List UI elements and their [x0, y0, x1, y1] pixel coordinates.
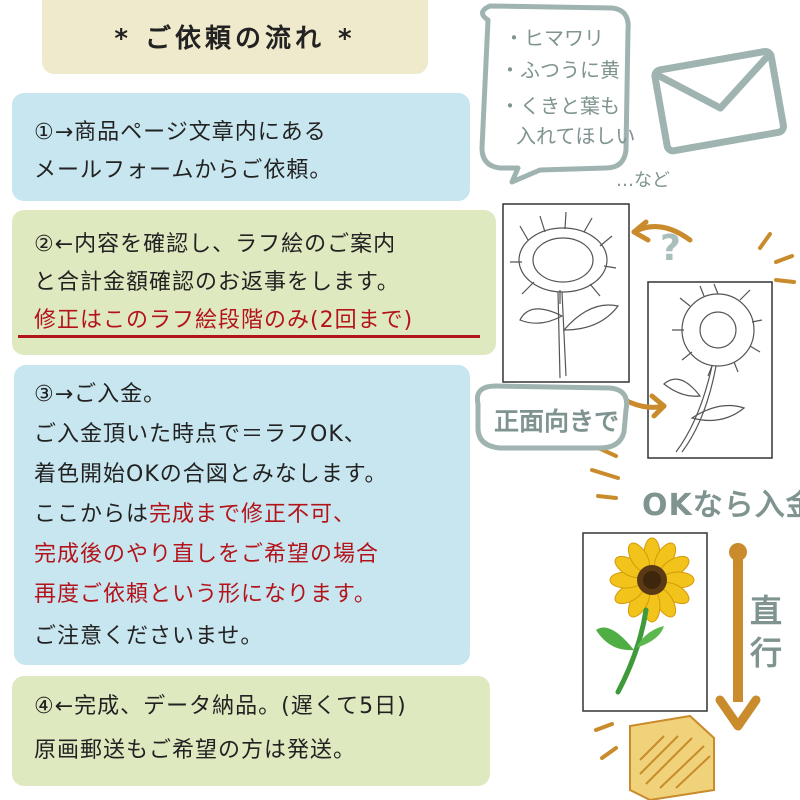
front-arrow — [609, 389, 667, 410]
ok-payment-label: OKなら入金 — [642, 488, 800, 523]
bubble-text-2: ・ふつうに黄 — [500, 58, 620, 82]
step-3-line-3: 着色開始OKの合図とみなします。 — [34, 462, 388, 487]
title-banner: * ご依頼の流れ * — [42, 0, 428, 74]
front-facing-label: 正面向きで — [494, 407, 620, 436]
bubble-text-3: ・くきと葉も — [500, 94, 620, 118]
question-mark-icon: ? — [660, 228, 681, 269]
step-2-box — [12, 210, 496, 355]
step-3-line-1: ③→ご入金。 — [34, 382, 167, 407]
sunflower-final — [582, 532, 708, 712]
step-3-line-6-normal: という形になります。 — [149, 582, 377, 607]
step-1-line-2: メールフォームからご依頼。 — [34, 158, 333, 183]
warning-underline — [18, 335, 480, 338]
direct-arrow-head — [715, 695, 761, 731]
step-3-line-4-red: 完成まで修正不可、 — [149, 502, 357, 527]
rough-sketch-1 — [502, 203, 630, 383]
step-3-line-7: ご注意くださいませ。 — [34, 624, 264, 649]
page-title: * ご依頼の流れ * — [114, 24, 356, 54]
bubble-etc: …など — [616, 170, 670, 191]
step-2-line-1: ②←内容を確認し、ラフ絵のご案内 — [34, 232, 397, 257]
direct-arrow-shaft — [733, 552, 743, 702]
step-2-line-3-warning: 修正はこのラフ絵段階のみ(2回まで) — [34, 308, 414, 333]
step-4-line-2: 原画郵送もご希望の方は発送。 — [34, 738, 357, 763]
step-4-line-1: ④←完成、データ納品。(遅くて5日) — [34, 694, 407, 719]
direct-label: 直行 — [750, 592, 783, 672]
envelope-icon — [651, 47, 787, 155]
step-3-line-6-red: 再度ご依頼 — [34, 582, 150, 607]
step-3-line-6: 再度ご依頼という形になります。 — [34, 576, 377, 608]
step-3-line-4: ここからは完成まで修正不可、 — [34, 496, 356, 528]
bubble-text-4: 入れてほしい — [516, 124, 636, 148]
step-3-line-2: ご入金頂いた時点で＝ラフOK、 — [34, 422, 367, 447]
package-icon — [629, 714, 715, 800]
bubble-text-1: ・ヒマワリ — [504, 26, 604, 50]
step-3-line-5: 完成後のやり直しをご希望の場合 — [34, 542, 380, 567]
step-3-line-4-normal: ここからは — [34, 502, 150, 527]
rough-sketch-2 — [647, 281, 773, 459]
step-3-box — [14, 365, 470, 665]
step-4-box — [12, 676, 490, 786]
step-1-box — [12, 93, 470, 201]
step-2-line-2: と合計金額確認のお返事をします。 — [34, 270, 400, 295]
step-1-line-1: ①→商品ページ文章内にある — [34, 120, 327, 145]
